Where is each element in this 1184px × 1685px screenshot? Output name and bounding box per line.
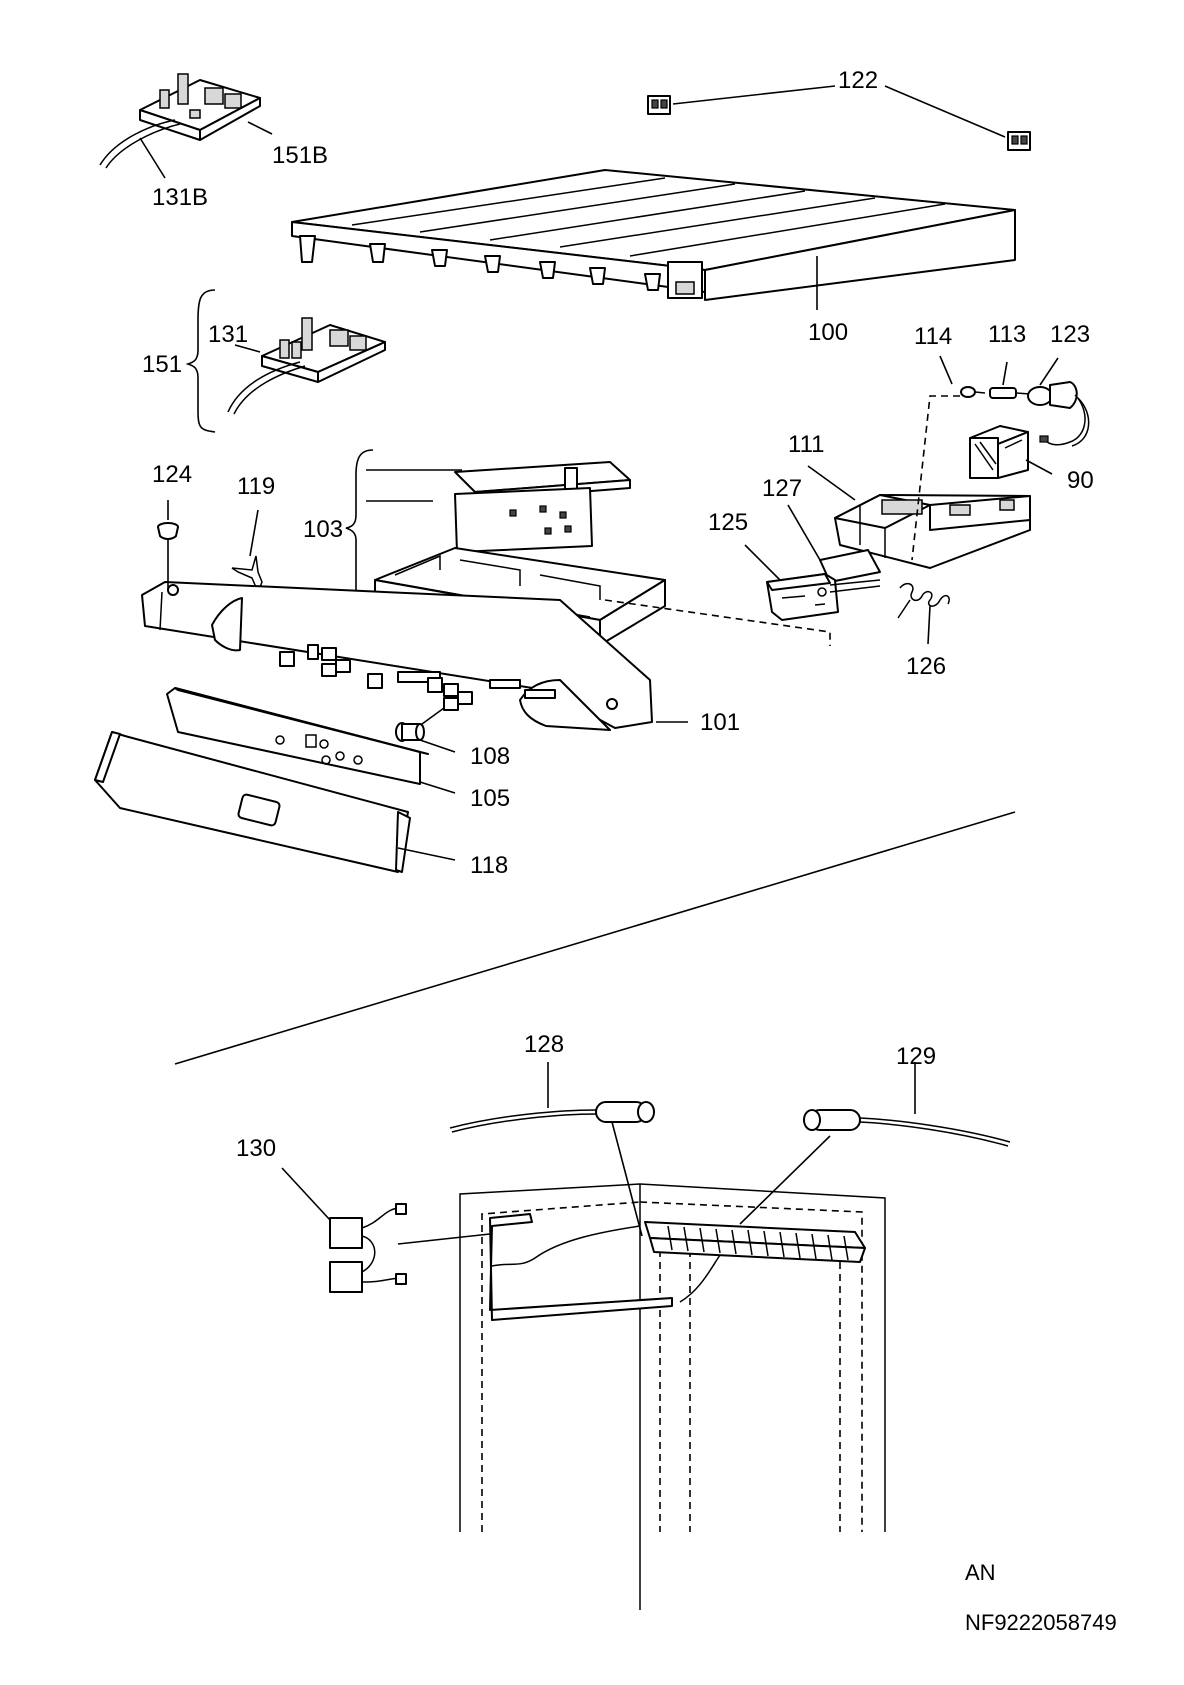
label-125: 125 xyxy=(708,509,748,536)
part-113-fuse xyxy=(989,387,1031,399)
leader-103-dashed xyxy=(604,599,831,646)
label-123: 123 xyxy=(1050,321,1090,348)
leaders-upper xyxy=(139,85,1059,861)
label-105: 105 xyxy=(470,785,510,812)
label-128: 128 xyxy=(524,1031,564,1058)
part-123-lamp xyxy=(1027,381,1090,447)
part-119-spring-clip xyxy=(231,555,263,594)
label-114: 114 xyxy=(914,323,952,350)
label-127: 127 xyxy=(762,475,802,502)
label-100: 100 xyxy=(808,319,848,346)
part-130-harness xyxy=(329,1203,407,1293)
label-108: 108 xyxy=(470,743,510,770)
label-122: 122 xyxy=(838,67,878,94)
label-126: 126 xyxy=(906,653,946,680)
part-122-clip-left xyxy=(647,95,671,115)
part-114-connector xyxy=(960,386,986,398)
leader-114-dashed xyxy=(911,395,960,561)
part-118-trim xyxy=(94,731,411,873)
part-129-sensor xyxy=(803,1109,1011,1147)
part-131b-wire xyxy=(99,119,181,169)
part-126-spring xyxy=(897,582,950,619)
section-divider xyxy=(174,811,1016,1065)
part-100-top-cover xyxy=(291,169,1016,301)
variant-code: AN xyxy=(965,1560,996,1585)
label-151b: 151B xyxy=(272,142,328,169)
label-90: 90 xyxy=(1067,467,1094,494)
part-90-box xyxy=(969,425,1029,479)
part-105-strip xyxy=(166,687,429,785)
part-111-housing xyxy=(834,494,1031,569)
part-124-cap xyxy=(157,522,179,540)
part-151-board xyxy=(261,317,386,383)
label-131b: 131B xyxy=(152,184,208,211)
label-129: 129 xyxy=(896,1043,936,1070)
fridge-cabinet xyxy=(459,1183,886,1610)
label-118: 118 xyxy=(470,852,508,879)
leaders-lower xyxy=(281,1062,916,1245)
label-130: 130 xyxy=(236,1135,276,1162)
label-119: 119 xyxy=(237,473,275,500)
bracket-151 xyxy=(185,289,216,433)
label-131: 131 xyxy=(208,321,248,348)
label-101: 101 xyxy=(700,709,740,736)
label-113: 113 xyxy=(988,321,1026,348)
part-labels: 151B 131B 122 100 151 131 114 113 123 12… xyxy=(142,67,1094,1162)
label-111: 111 xyxy=(788,431,824,458)
part-125-lens xyxy=(766,573,881,621)
label-124: 124 xyxy=(152,461,192,488)
drawing-number: NF9222058749 xyxy=(965,1610,1117,1635)
label-103: 103 xyxy=(303,516,343,543)
part-108-knob xyxy=(395,707,445,742)
part-128-sensor xyxy=(449,1101,655,1133)
part-131-wire xyxy=(227,361,306,415)
part-151b-board xyxy=(139,73,261,141)
part-101-control-panel xyxy=(141,581,653,731)
part-122-clip-right xyxy=(1007,131,1031,151)
label-151: 151 xyxy=(142,351,182,378)
